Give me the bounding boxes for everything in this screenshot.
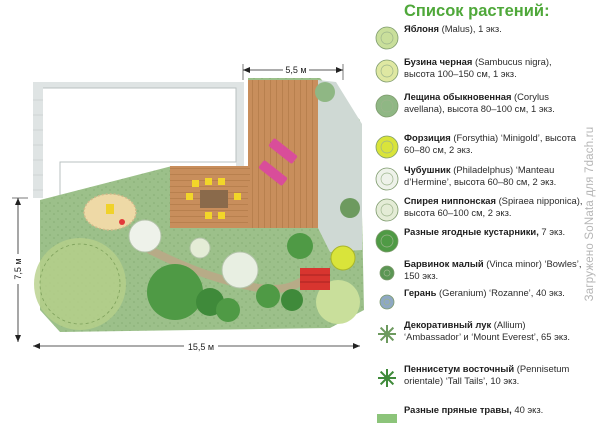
- legend-item-details: 7 экз.: [541, 226, 566, 237]
- legend-item-details: 40 экз.: [514, 404, 544, 415]
- watermark-text: Загружено SoNata для 7dach.ru: [584, 126, 596, 302]
- geranium-icon: [379, 294, 395, 310]
- dimension-top: 5,5 м: [242, 63, 344, 80]
- legend-item-text: Пеннисетум восточный (Pennisetum orienta…: [404, 363, 584, 387]
- legend-item-details: (Philadelphus) ‘Manteau d’Hermine’, высо…: [404, 164, 557, 188]
- legend-item-name: Герань: [404, 287, 437, 298]
- legend-item-text: Разные ягодные кустарники, 7 экз.: [404, 226, 584, 238]
- legend-item-name: Декоративный лук: [404, 319, 492, 330]
- legend-item-details: (Allium) ‘Ambassador’ и ‘Mount Everest’,…: [404, 319, 570, 343]
- allium-icon: [378, 325, 396, 343]
- mock-orange-icon: [375, 167, 399, 191]
- legend-item-name: Спирея ниппонская: [404, 195, 496, 206]
- legend-item-details: (Sambucus nigra), высота 100–150 см, 1 э…: [404, 56, 552, 80]
- legend-item-details: (Forsythia) ‘Minigold’, высота 60–80 см,…: [404, 132, 576, 156]
- legend-item-name: Лещина обыкновенная: [404, 91, 512, 102]
- legend-item-details: (Malus), 1 экз.: [441, 23, 502, 34]
- legend-item-text: Чубушник (Philadelphus) ‘Manteau d’Hermi…: [404, 164, 584, 188]
- legend-item-name: Разные ягодные кустарники,: [404, 226, 539, 237]
- legend-item-text: Декоративный лук (Allium) ‘Ambassador’ и…: [404, 319, 584, 343]
- legend-item-details: (Spiraea nipponica), высота 60–100 см, 2…: [404, 195, 583, 219]
- legend-item-name: Яблоня: [404, 23, 439, 34]
- garden-plan-drawing: 5,5 м 7,5 м 15,5 м: [10, 63, 364, 352]
- legend-item-text: Лещина обыкновенная (Corylus avellana), …: [404, 91, 584, 115]
- legend-item-text: Барвинок малый (Vinca minor) ‘Bowles’, 1…: [404, 258, 584, 282]
- legend-item-details: (Corylus avellana), высота 80–100 см, 1 …: [404, 91, 555, 115]
- garden-plan: 5,5 м 7,5 м 15,5 м: [10, 63, 364, 352]
- forsythia-icon: [375, 135, 399, 159]
- dimension-left: 7,5 м: [10, 197, 28, 342]
- dimension-left-label: 7,5 м: [13, 258, 23, 279]
- apple-tree-icon: [375, 26, 399, 50]
- berry-shrub-icon: [375, 229, 399, 253]
- legend-item-text: Разные пряные травы, 40 экз.: [404, 404, 584, 416]
- dimension-top-label: 5,5 м: [285, 65, 306, 75]
- legend-title: Список растений:: [404, 2, 550, 20]
- elder-bush-icon: [375, 59, 399, 83]
- hazel-bush-icon: [375, 94, 399, 118]
- legend-item-name: Барвинок малый: [404, 258, 484, 269]
- legend-item-details: (Pennisetum orientale) ‘Tall Tails’, 10 …: [404, 363, 570, 387]
- legend-item-name: Пеннисетум восточный: [404, 363, 515, 374]
- house-outline: [33, 82, 244, 198]
- legend-item-text: Форзиция (Forsythia) ‘Minigold’, высота …: [404, 132, 584, 156]
- watermark: Загружено SoNata для 7dach.ru: [580, 0, 600, 424]
- legend-item-name: Чубушник: [404, 164, 451, 175]
- legend-item-text: Яблоня (Malus), 1 экз.: [404, 23, 584, 35]
- legend-item-details: (Geranium) ‘Rozanne’, 40 экз.: [439, 287, 565, 298]
- pennisetum-icon: [378, 369, 396, 387]
- legend-item-name: Разные пряные травы,: [404, 404, 512, 415]
- herbs-icon: [377, 414, 397, 423]
- plant-legend: Список растений: Яблоня (Malus), 1 экз. Б…: [372, 0, 584, 424]
- legend-item-text: Герань (Geranium) ‘Rozanne’, 40 экз.: [404, 287, 584, 299]
- legend-item-details: (Vinca minor) ‘Bowles’, 150 экз.: [404, 258, 582, 282]
- red-bench: [300, 268, 330, 290]
- gravel-strip: [318, 80, 362, 252]
- legend-item-name: Бузина черная: [404, 56, 473, 67]
- shrubs: [128, 82, 360, 324]
- legend-item-text: Бузина черная (Sambucus nigra), высота 1…: [404, 56, 584, 80]
- periwinkle-icon: [379, 265, 395, 281]
- legend-item-name: Форзиция: [404, 132, 451, 143]
- legend-item-text: Спирея ниппонская (Spiraea nipponica), в…: [404, 195, 584, 219]
- apple-tree-canopy: [34, 238, 126, 330]
- table-and-chairs: [186, 178, 241, 219]
- dimension-bottom: 15,5 м: [33, 339, 360, 352]
- spirea-icon: [375, 198, 399, 222]
- sun-loungers: [258, 138, 298, 186]
- dimension-bottom-label: 15,5 м: [188, 342, 214, 352]
- sandpit: [83, 193, 137, 231]
